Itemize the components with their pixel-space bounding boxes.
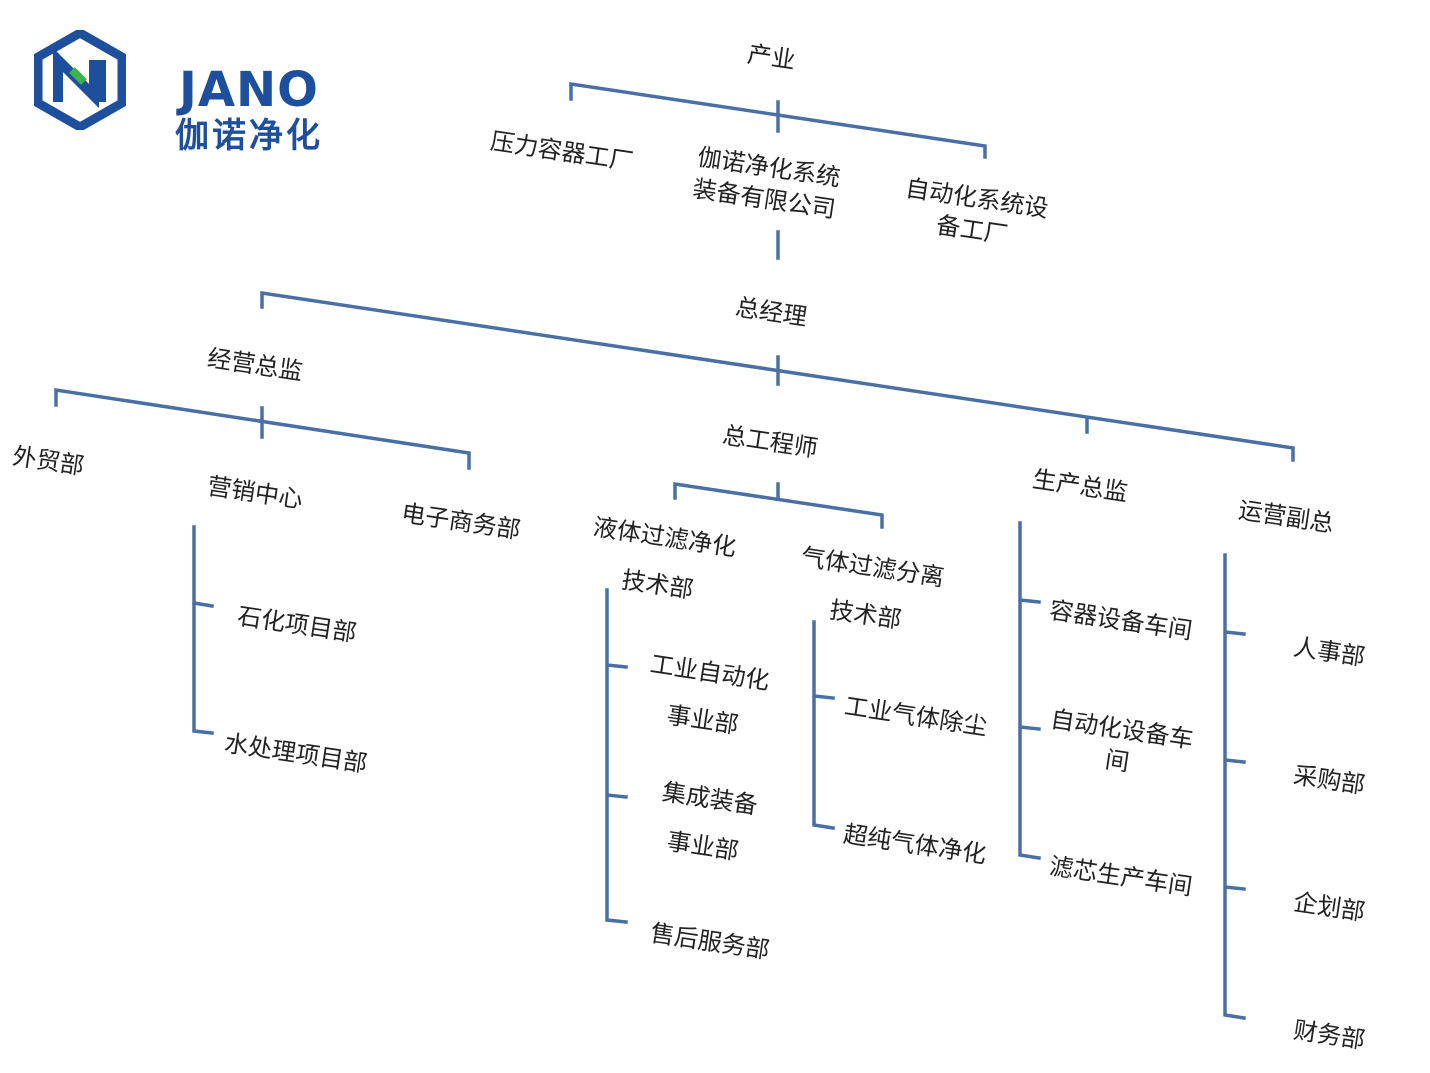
operations-children-line [1223, 553, 1247, 1021]
gas-children-line [812, 620, 836, 831]
marketing-children-line [191, 525, 215, 735]
brand-logo: JANO 伽诺净化 [34, 30, 334, 156]
jano-hexagon-logo-icon [34, 30, 126, 130]
production-children-line [1018, 521, 1042, 861]
brand-name-cn: 伽诺净化 [175, 116, 323, 156]
integrated-equipment-division: 集成装备 事业部 [660, 777, 760, 866]
liquid-children-line [605, 588, 628, 924]
industrial-automation-division: 工业自动化 事业部 [648, 649, 772, 740]
industry-label: 产业 [745, 39, 798, 75]
brand-name-en: JANO [179, 62, 319, 118]
